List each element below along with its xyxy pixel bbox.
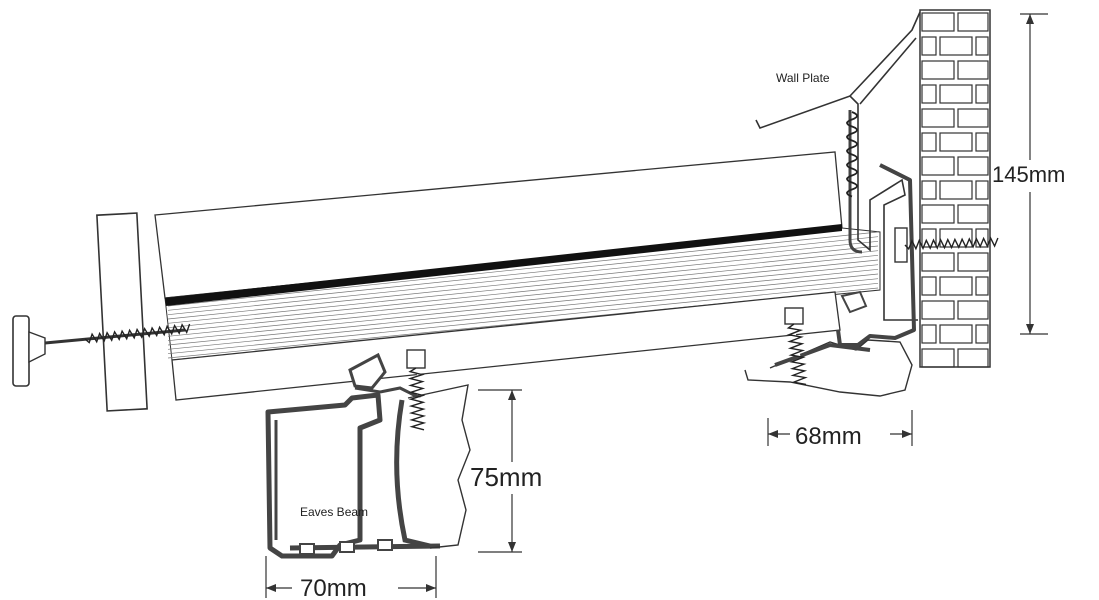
eaves-beam-profile bbox=[265, 349, 471, 559]
brick-wall bbox=[919, 9, 991, 368]
eaves-beam-label: Eaves Beam bbox=[300, 505, 368, 519]
dimension-68mm: 68mm bbox=[795, 423, 862, 450]
dimension-75mm: 75mm bbox=[470, 462, 542, 492]
glazing-panel bbox=[154, 151, 881, 401]
dimension-70mm: 70mm bbox=[300, 575, 367, 600]
dimension-145mm: 145mm bbox=[992, 162, 1065, 187]
dimension-lines bbox=[265, 13, 1048, 598]
wall-plate-profile bbox=[744, 11, 999, 397]
wall-plate-label: Wall Plate bbox=[776, 71, 830, 85]
end-closure bbox=[12, 212, 191, 412]
